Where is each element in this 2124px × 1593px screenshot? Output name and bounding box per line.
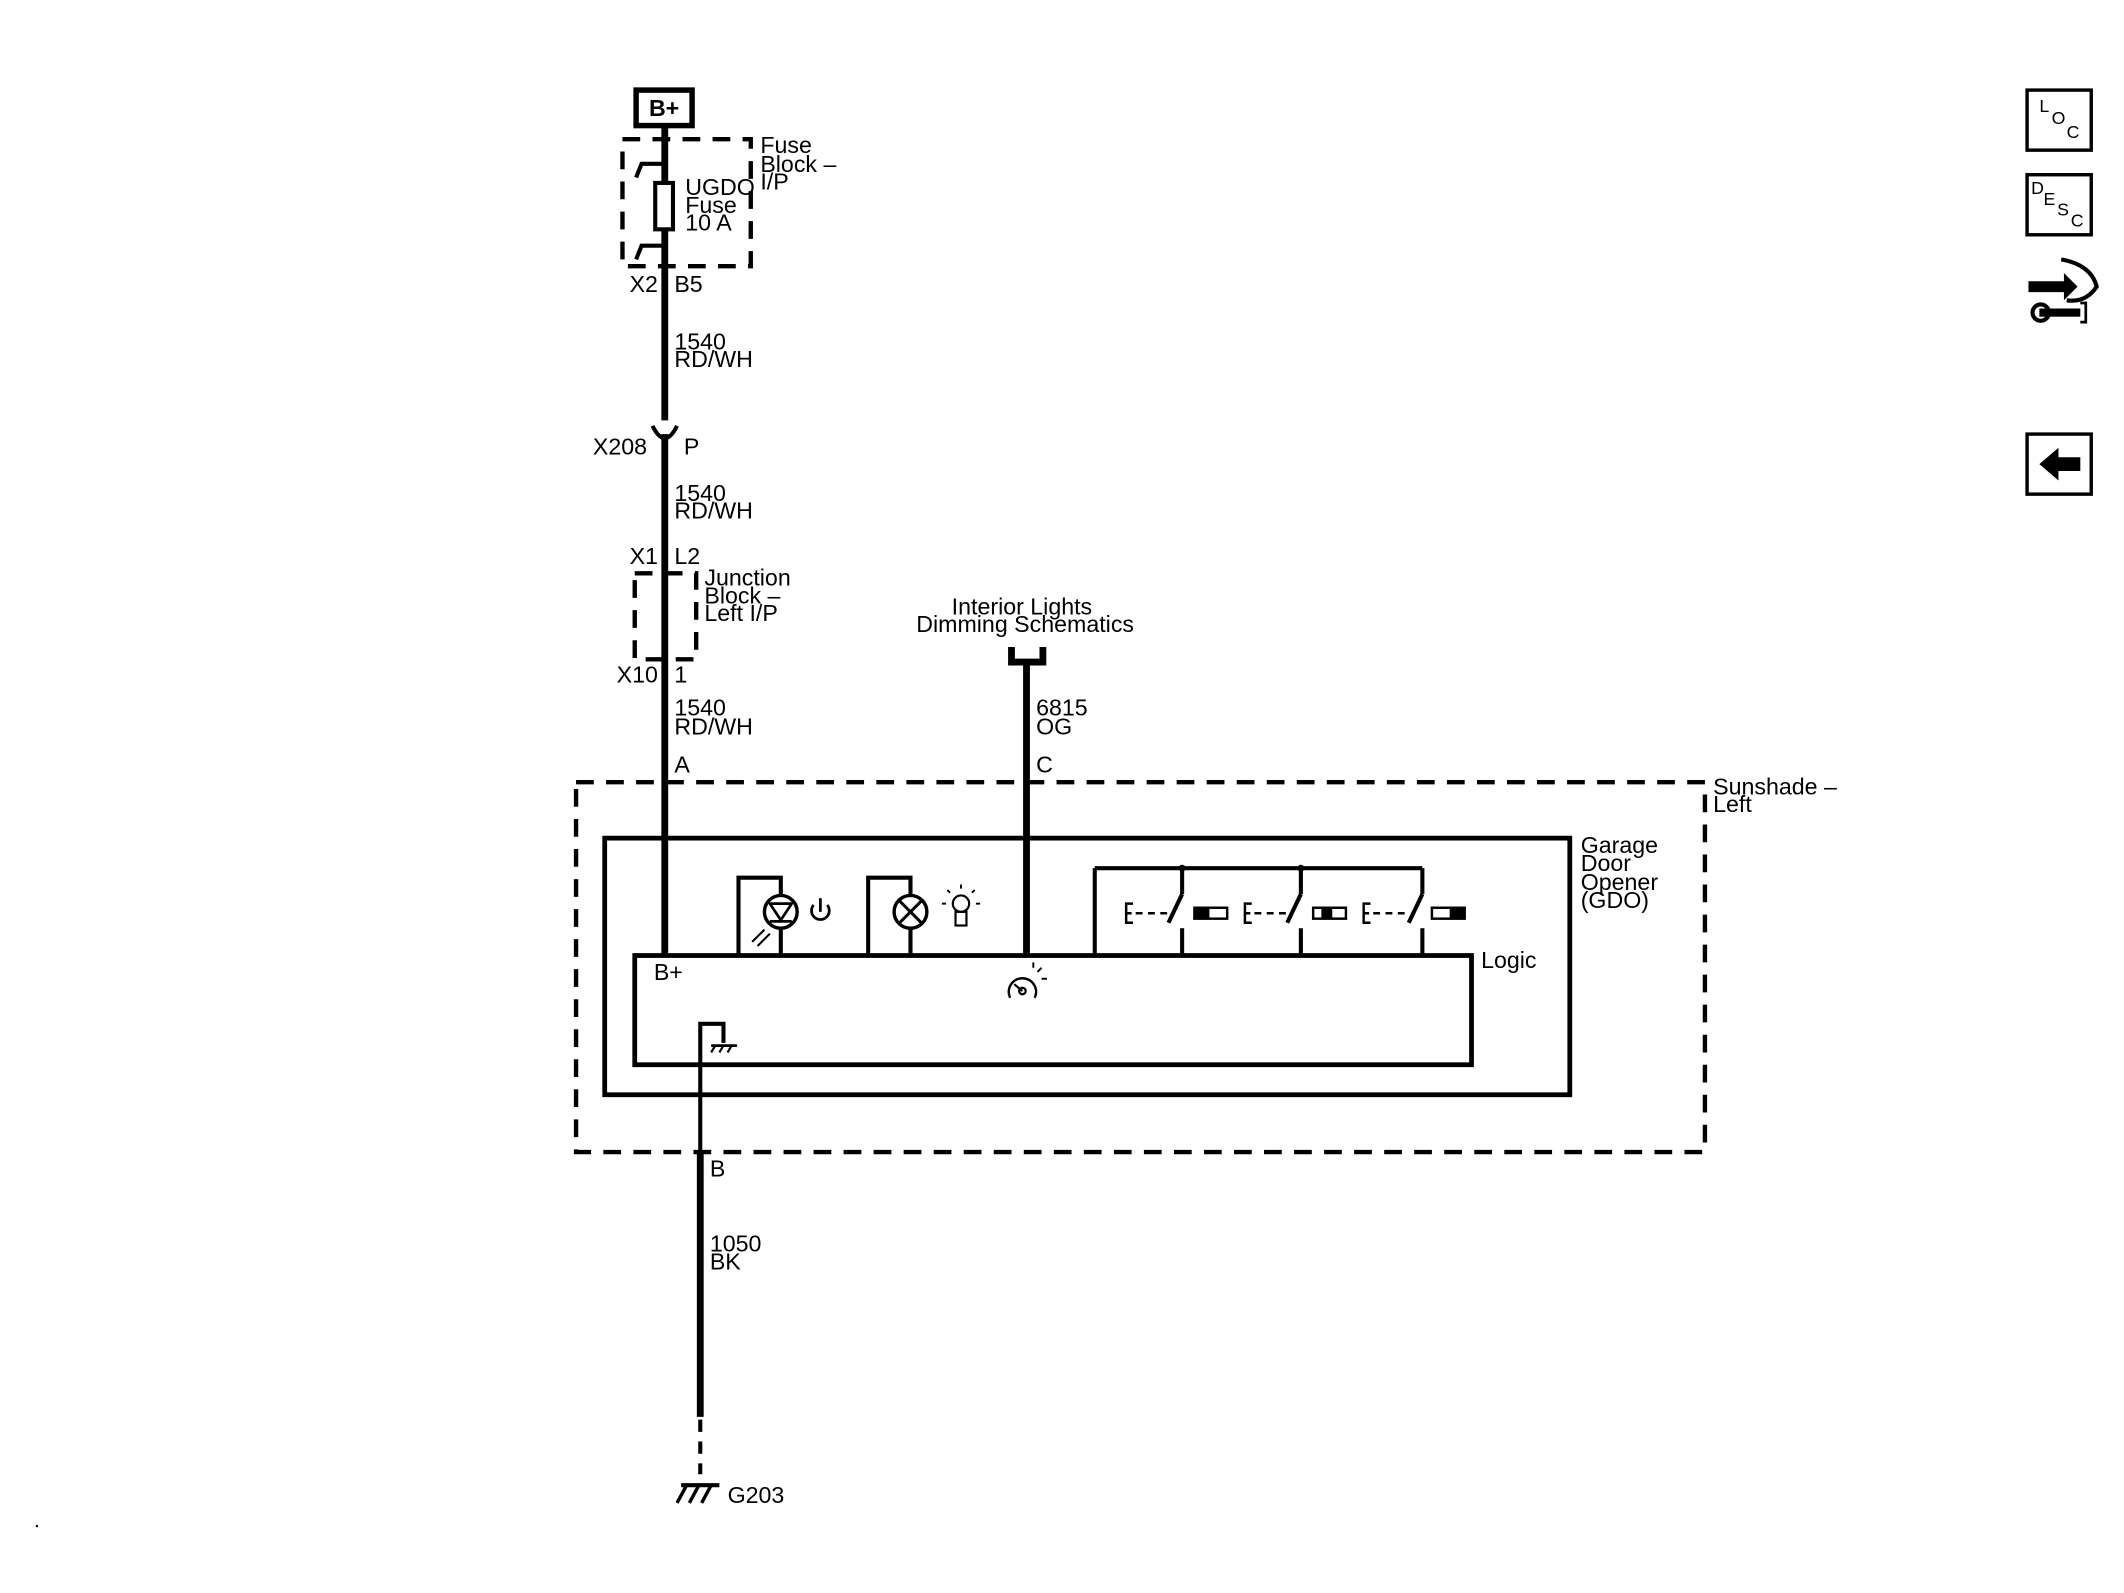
fuse-label: UGDO Fuse 10 A bbox=[685, 174, 761, 235]
ground-name: G203 bbox=[728, 1482, 785, 1508]
fuse-block-connector: X2 bbox=[630, 271, 658, 297]
fuse-block-pin: B5 bbox=[674, 271, 702, 297]
back-arrow-button[interactable] bbox=[2025, 432, 2093, 496]
svg-text:X1: X1 bbox=[630, 543, 658, 569]
logic-box bbox=[632, 953, 1474, 1068]
sunshade-left: Sunshade – Left bbox=[573, 773, 1843, 1155]
svg-text:Interior Lights Dimming: Interior Lights Dimming Schematics bbox=[916, 593, 1134, 637]
pin-a: A bbox=[674, 752, 690, 778]
svg-text:O: O bbox=[2052, 108, 2066, 128]
switch-2 bbox=[1243, 864, 1348, 956]
switch-3 bbox=[1362, 868, 1466, 956]
logic-label: Logic bbox=[1481, 947, 1536, 973]
pin-b: B bbox=[710, 1156, 725, 1182]
svg-text:D: D bbox=[2031, 178, 2044, 198]
pin-c: C bbox=[1036, 752, 1053, 778]
back-arrow-icon bbox=[2039, 447, 2081, 481]
svg-text:L2: L2 bbox=[674, 543, 700, 569]
description-button[interactable]: D E S C bbox=[2025, 173, 2093, 237]
svg-text:E: E bbox=[2043, 189, 2055, 209]
wire-2-label: 1540 RD/WH bbox=[674, 480, 753, 524]
power-icon bbox=[810, 898, 831, 921]
wire-ground-label: 1050 BK bbox=[710, 1231, 768, 1275]
svg-text:X10: X10 bbox=[617, 662, 658, 688]
location-button[interactable]: L O C bbox=[2025, 88, 2093, 152]
junction-block: X1 L2 Junction Block – Left I/P X10 1 bbox=[617, 543, 797, 688]
power-source: B+ bbox=[633, 87, 695, 129]
wire-dimming-label: 6815 OG bbox=[1036, 694, 1094, 739]
fuse-block: Fuse Block – I/P UGDO Fuse 10 A X2 B5 bbox=[620, 132, 843, 297]
logic-bplus-label: B+ bbox=[654, 959, 683, 985]
svg-text:L: L bbox=[2039, 96, 2049, 116]
ugdo-fuse bbox=[653, 180, 676, 232]
svg-text:S: S bbox=[2057, 200, 2069, 220]
dimming-icon bbox=[1007, 962, 1047, 999]
svg-text:C: C bbox=[2067, 122, 2080, 142]
power-source-label: B+ bbox=[649, 95, 679, 121]
junction-block-name: Junction Block – Left I/P bbox=[704, 565, 797, 626]
switch-bank bbox=[1092, 864, 1466, 956]
wire-1-label: 1540 RD/WH bbox=[674, 328, 753, 372]
internal-ground bbox=[698, 1021, 738, 1154]
fuse-block-name: Fuse Block – I/P bbox=[760, 132, 843, 195]
led-indicator bbox=[736, 875, 799, 956]
connector-wrench-icon[interactable] bbox=[2028, 257, 2099, 324]
interior-lights-reference: Interior Lights Dimming Schematics 6815 … bbox=[916, 593, 1134, 956]
svg-text:X208: X208 bbox=[593, 434, 647, 460]
svg-text:1: 1 bbox=[674, 662, 687, 688]
sunshade-name: Sunshade – Left bbox=[1713, 773, 1843, 817]
wire-3-label: 1540 RD/WH bbox=[674, 694, 753, 739]
garage-door-opener: Garage Door Opener (GDO) Logic B+ bbox=[602, 832, 1665, 1154]
gdo-name: Garage Door Opener (GDO) bbox=[1581, 832, 1665, 913]
switch-1 bbox=[1124, 864, 1229, 956]
scan-speck bbox=[35, 1524, 39, 1528]
light-bulb-icon bbox=[941, 884, 981, 927]
svg-text:P: P bbox=[684, 434, 699, 460]
inline-connector-x208: X208 P bbox=[593, 424, 699, 460]
lamp-indicator bbox=[866, 875, 929, 956]
ground-g203: G203 bbox=[675, 1482, 785, 1508]
svg-text:C: C bbox=[2071, 211, 2084, 231]
